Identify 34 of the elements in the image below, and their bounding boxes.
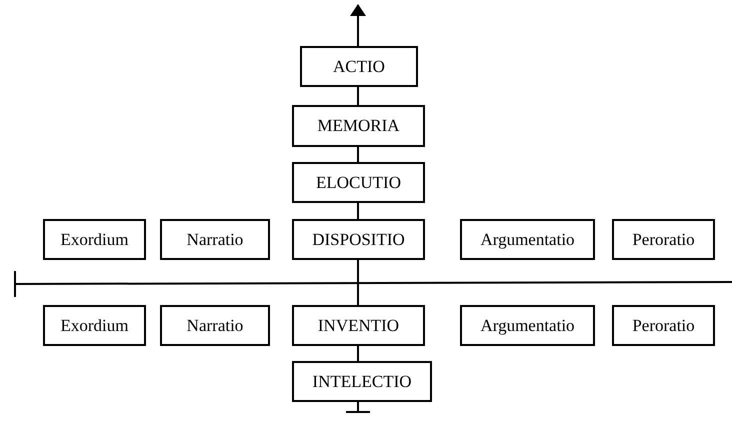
box-label: Exordium <box>60 316 128 336</box>
box-label: INTELECTIO <box>312 372 412 392</box>
connector-line <box>357 260 359 305</box>
connector-line <box>357 346 359 361</box>
arrow <box>350 4 366 46</box>
box-label: Peroratio <box>632 316 695 336</box>
box-label: Exordium <box>60 230 128 250</box>
concept-box <box>300 46 418 87</box>
box-label: Peroratio <box>632 230 695 250</box>
connector-line <box>357 203 359 219</box>
box-label: DISPOSITIO <box>312 230 405 250</box>
concept-box <box>292 162 425 203</box>
connector-line <box>357 87 359 105</box>
box-label: Argumentatio <box>480 316 575 336</box>
concept-box <box>292 219 425 260</box>
box-label: Argumentatio <box>480 230 575 250</box>
box-label: MEMORIA <box>317 116 400 136</box>
concept-box <box>43 219 146 260</box>
box-label: Narratio <box>186 230 244 250</box>
box-label: INVENTIO <box>318 316 400 336</box>
concept-box <box>292 105 425 147</box>
concept-box <box>460 305 595 346</box>
concept-box <box>612 219 715 260</box>
box-label: ACTIO <box>333 56 385 76</box>
concept-box <box>43 305 146 346</box>
concept-box <box>612 305 715 346</box>
concept-box <box>460 219 595 260</box>
box-label: Narratio <box>186 316 244 336</box>
connector-line <box>357 147 359 162</box>
concept-box <box>292 305 425 346</box>
concept-box <box>160 305 270 346</box>
concept-box <box>160 219 270 260</box>
box-label: ELOCUTIO <box>316 172 401 192</box>
concept-box <box>292 361 432 402</box>
